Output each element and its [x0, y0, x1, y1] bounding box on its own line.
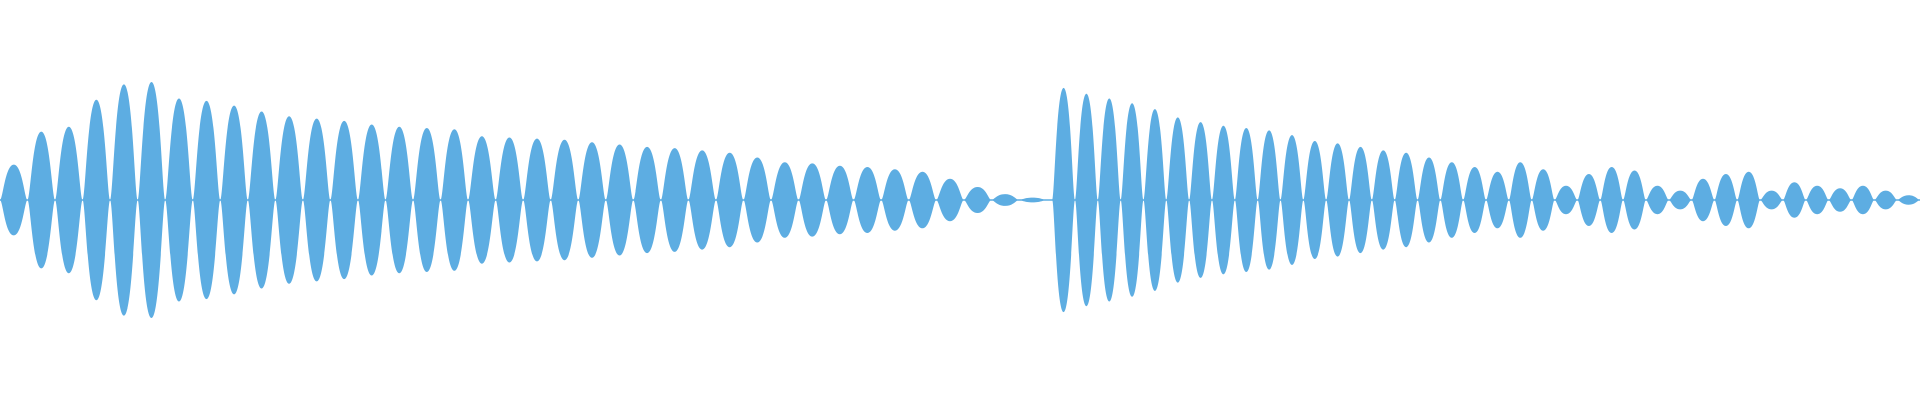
segment-2-lobe — [1417, 157, 1441, 243]
segment-1-lobe — [853, 167, 882, 233]
segment-2-lobe — [1897, 195, 1920, 205]
segment-1-lobe — [881, 169, 909, 231]
segment-2-lobe — [1851, 185, 1875, 215]
segment-1-lobe — [413, 128, 441, 272]
segment-2-lobe — [1143, 109, 1167, 291]
segment-2-lobe — [1257, 130, 1281, 270]
segment-1-lobe — [798, 163, 827, 237]
segment-1-lobe — [826, 165, 854, 235]
segment-2-lobe — [1714, 174, 1738, 226]
segment-2-lobe — [1120, 103, 1144, 297]
segment-1-lobe — [633, 146, 661, 254]
segment-1-lobe — [963, 187, 992, 213]
segment-1-lobe — [716, 152, 744, 248]
segment-2-lobe — [1623, 170, 1646, 230]
segment-1-lobe — [82, 99, 111, 301]
segment-2-lobe — [1097, 98, 1121, 302]
segment-1-lobe — [908, 171, 937, 229]
segment-1-lobe — [468, 136, 496, 264]
segment-2-lobe — [1828, 188, 1852, 212]
segment-2-lobe — [1508, 162, 1532, 238]
segment-1-lobe — [578, 142, 606, 258]
segment-2-lobe — [1486, 171, 1509, 229]
segment-2-lobe — [1075, 93, 1098, 307]
segment-1-lobe — [660, 148, 689, 252]
segment-1-lobe — [27, 131, 56, 269]
segment-2-lobe — [1371, 150, 1395, 250]
segment-2-lobe — [1280, 135, 1304, 265]
segment-1-lobe — [358, 124, 386, 276]
segment-1-lobe — [523, 138, 551, 262]
segment-2-lobe — [1691, 178, 1715, 222]
segment-2-lobe — [1531, 169, 1555, 231]
segment-1-lobe — [991, 194, 1019, 206]
segment-2-lobe — [1874, 190, 1898, 210]
segment-2-lobe — [1737, 171, 1761, 229]
segment-2-lobe — [1052, 87, 1075, 313]
segment-1-lobe — [550, 139, 579, 261]
segment-2-lobe — [1805, 185, 1829, 215]
segment-1-lobe — [0, 164, 28, 236]
segment-1-lobe — [330, 120, 358, 280]
segment-1-lobe — [1018, 197, 1047, 203]
segment-2-lobe — [1760, 190, 1783, 210]
segment-2-lobe — [1554, 185, 1578, 215]
segment-1-lobe — [192, 100, 221, 300]
segment-2-lobe — [1577, 174, 1601, 226]
segment-2-lobe — [1166, 117, 1190, 283]
segment-2-lobe — [1234, 128, 1258, 272]
segment-2-lobe — [1349, 146, 1372, 254]
segment-1-lobe — [605, 144, 634, 256]
segment-2-lobe — [1326, 143, 1350, 257]
segment-2-lobe — [1783, 182, 1806, 218]
segment-1-lobe — [220, 105, 248, 295]
segment-2-lobe — [1645, 185, 1669, 215]
segment-2-lobe — [1303, 141, 1327, 259]
segment-1-lobe — [137, 82, 166, 318]
segment-2-lobe — [1189, 122, 1212, 278]
segment-2-lobe — [1440, 162, 1464, 238]
segment-1-lobe — [688, 150, 716, 250]
segment-1-lobe — [771, 162, 799, 238]
segment-2-lobe — [1394, 152, 1418, 248]
segment-1-lobe — [275, 116, 303, 284]
segment-2-lobe — [1600, 167, 1624, 233]
segment-1-lobe — [302, 118, 331, 282]
segment-2-lobe — [1668, 190, 1692, 210]
segment-1-lobe — [385, 126, 414, 274]
segment-1-lobe — [165, 98, 193, 302]
segment-1-lobe — [247, 111, 276, 289]
segment-1-lobe — [936, 178, 964, 222]
segment-2-lobe — [1463, 167, 1487, 233]
segment-1-lobe — [440, 129, 469, 271]
segment-2-lobe — [1212, 125, 1235, 275]
segment-1-lobe — [495, 137, 524, 263]
segment-1-lobe — [110, 84, 138, 316]
segment-1-lobe — [743, 157, 771, 243]
segment-1-lobe — [55, 126, 83, 274]
